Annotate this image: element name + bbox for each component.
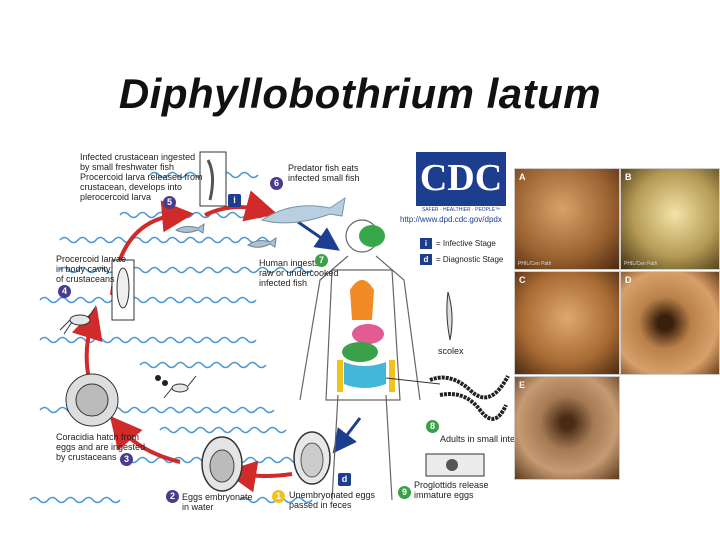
small-fish-2-drawing bbox=[247, 236, 277, 248]
cdc-tagline: SAFER · HEALTHIER · PEOPLE™ bbox=[421, 207, 501, 213]
step-9-badge: 9 bbox=[398, 486, 411, 499]
wave-line bbox=[39, 336, 257, 344]
scolex-label: scolex bbox=[438, 346, 464, 356]
step-9-label: Proglottids release immature eggs bbox=[414, 480, 489, 500]
step-6-badge: 6 bbox=[270, 177, 283, 190]
wave-line bbox=[159, 426, 287, 434]
step-5-badge: 5 bbox=[163, 196, 176, 209]
arrow-fish-to-human bbox=[297, 220, 340, 251]
cdc-url: http://www.dpd.cdc.gov/dpdx bbox=[400, 215, 502, 224]
arrow-human-to-feces bbox=[332, 417, 362, 454]
brain-region bbox=[359, 225, 385, 247]
step-8-badge: 8 bbox=[426, 420, 439, 433]
copepod-drawing bbox=[59, 305, 197, 399]
small-fish-drawing bbox=[174, 222, 205, 234]
predator-fish-drawing bbox=[260, 196, 346, 224]
arrow-feces-to-egg bbox=[224, 460, 293, 493]
step-3-badge: 3 bbox=[120, 453, 133, 466]
legend-diagnostic-text: = Diagnostic Stage bbox=[436, 255, 504, 264]
endoscopy-photo-c: C bbox=[514, 271, 620, 375]
scolex-drawing bbox=[446, 291, 453, 341]
cdc-logo: CDC bbox=[416, 152, 506, 206]
legend-diagnostic-icon: d bbox=[420, 254, 432, 265]
endoscopy-photo-e: E bbox=[514, 376, 620, 480]
infective-stage-icon-5: i bbox=[228, 194, 241, 207]
diagnostic-stage-icon: d bbox=[338, 473, 351, 486]
step-5-label: Infected crustacean ingested by small fr… bbox=[80, 152, 203, 202]
step-2-badge: 2 bbox=[166, 490, 179, 503]
unembryonated-egg-drawing bbox=[293, 431, 331, 485]
step-4-badge: 4 bbox=[58, 285, 71, 298]
step-2-label: Eggs embryonate in water bbox=[182, 492, 253, 512]
intestine-large bbox=[337, 360, 395, 392]
wave-line bbox=[29, 496, 121, 504]
lungs bbox=[350, 280, 374, 320]
legend-infective-icon: i bbox=[420, 238, 432, 249]
wave-line bbox=[59, 266, 313, 274]
liver bbox=[352, 324, 384, 344]
wave-line bbox=[39, 296, 257, 304]
step-7-label: Human ingests raw or undercooked infecte… bbox=[259, 258, 339, 288]
endoscopy-photo-d: D bbox=[620, 271, 720, 375]
step-4-label: Procercoid larvae in body cavity of crus… bbox=[56, 254, 127, 284]
step-6-label: Predator fish eats infected small fish bbox=[288, 163, 360, 183]
wave-line bbox=[119, 211, 265, 219]
wave-line bbox=[139, 361, 267, 369]
step-3-label: Coracidia hatch from eggs and are ingest… bbox=[56, 432, 146, 462]
legend-infective-text: = Infective Stage bbox=[436, 239, 496, 248]
step-1-badge: 1 bbox=[272, 490, 285, 503]
arrow-fish-to-predator bbox=[204, 190, 278, 222]
embryonated-egg-drawing bbox=[201, 436, 243, 492]
step-7-badge: 7 bbox=[315, 254, 328, 267]
arrow-egg-to-coracidia bbox=[109, 415, 181, 464]
step-1-label: Unembryonated eggs passed in feces bbox=[289, 490, 376, 510]
slide-title: Diphyllobothrium latum bbox=[118, 70, 602, 117]
coracidium-drawing bbox=[65, 373, 119, 427]
stomach bbox=[342, 342, 378, 362]
intestine-small bbox=[344, 362, 386, 388]
wave-line bbox=[59, 236, 277, 244]
